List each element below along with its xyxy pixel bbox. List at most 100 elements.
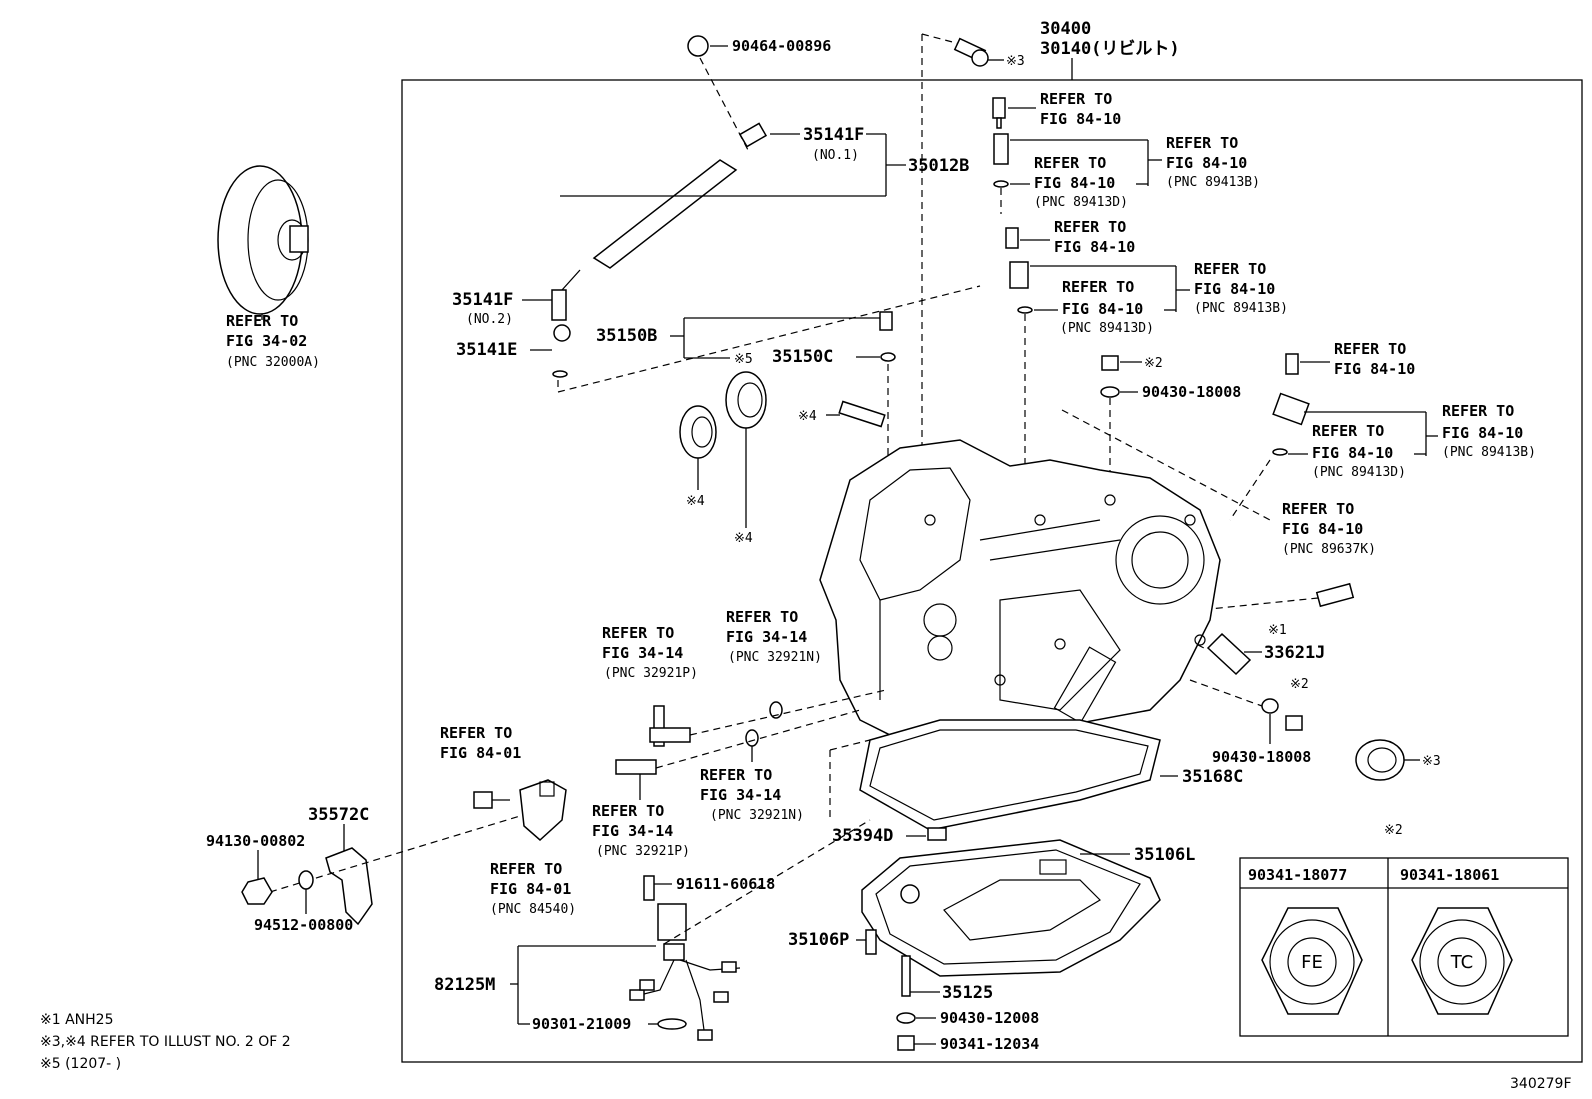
refer-label: REFER TO [602, 624, 674, 642]
ref-fig-84-10: FIG 84-10 [1282, 520, 1363, 538]
refer-label: REFER TO [1312, 422, 1384, 440]
refer-label: REFER TO [726, 608, 798, 626]
part-91611-60618: 91611-60618 [676, 875, 775, 893]
part-94130-00802: 94130-00802 [206, 832, 305, 850]
mark-1: ※1 [1268, 623, 1287, 638]
ref-fig-34-02: FIG 34-02 [226, 332, 307, 350]
part-35106l: 35106L [1134, 845, 1195, 865]
refer-label: REFER TO [1442, 402, 1514, 420]
part-90341-12034: 90341-12034 [940, 1035, 1039, 1053]
part-82125m: 82125M [434, 975, 495, 995]
ref-pnc-89413b: (PNC 89413B) [1442, 445, 1536, 460]
part-90430-18008-bottom: 90430-18008 [1212, 748, 1311, 766]
oil-cooler-tube-icon [551, 35, 768, 378]
assembly-frame [401, 79, 1583, 1063]
ref-fig-84-10: FIG 84-10 [1054, 238, 1135, 256]
refer-label: REFER TO [1054, 218, 1126, 236]
refer-label: REFER TO [1040, 90, 1112, 108]
mark-2-a: ※2 [1144, 356, 1163, 371]
label-no1: (NO.1) [812, 148, 859, 163]
mark-4-b: ※4 [734, 531, 753, 546]
tc-plug-icon [1411, 907, 1513, 1015]
ref-fig-34-14: FIG 34-14 [726, 628, 807, 646]
part-35141e: 35141E [456, 340, 517, 360]
oil-pan-icon [861, 839, 1161, 977]
fe-plug-icon [1261, 907, 1363, 1015]
refer-label: REFER TO [490, 860, 562, 878]
part-90430-12008: 90430-12008 [940, 1009, 1039, 1027]
speed-sensor-icon [1272, 353, 1310, 456]
part-90301-21009: 90301-21009 [532, 1015, 631, 1033]
label-no2: (NO.2) [466, 312, 513, 327]
ref-fig-84-01: FIG 84-01 [440, 744, 521, 762]
part-90464-00896: 90464-00896 [732, 37, 831, 55]
part-35168c: 35168C [1182, 767, 1243, 787]
ref-fig-84-10: FIG 84-10 [1166, 154, 1247, 172]
part-33621j: 33621J [1264, 643, 1325, 663]
part-35141f-no1: 35141F [803, 125, 864, 145]
refer-label: REFER TO [700, 766, 772, 784]
ref-pnc-89413d: (PNC 89413D) [1312, 465, 1406, 480]
mark-5: ※5 [734, 352, 753, 367]
refer-label: REFER TO [1282, 500, 1354, 518]
ref-fig-84-10: FIG 84-10 [1312, 444, 1393, 462]
speed-sensor-icon [992, 97, 1009, 188]
main-part-number: 30400 [1040, 19, 1091, 39]
wire-harness-icon [629, 903, 741, 1041]
part-35141f-no2: 35141F [452, 290, 513, 310]
part-35106p: 35106P [788, 930, 849, 950]
ref-fig-84-10: FIG 84-10 [1442, 424, 1523, 442]
speed-sensor-icon [1005, 227, 1033, 314]
ref-pnc-89413d: (PNC 89413D) [1060, 321, 1154, 336]
ref-fig-34-14: FIG 34-14 [700, 786, 781, 804]
note-3: ※5 (1207- ) [40, 1056, 121, 1072]
ref-fig-34-14: FIG 34-14 [592, 822, 673, 840]
refer-label: REFER TO [1166, 134, 1238, 152]
torque-converter-icon [217, 165, 309, 320]
ref-fig-84-10: FIG 84-10 [1062, 300, 1143, 318]
plug-table [1239, 857, 1569, 1037]
part-35394d: 35394D [832, 826, 893, 846]
mark-2-b: ※2 [1290, 677, 1309, 692]
ref-pnc-89413d: (PNC 89413D) [1034, 195, 1128, 210]
table-mark: ※2 [1384, 823, 1403, 838]
oil-pan-gasket-icon [859, 719, 1161, 831]
part-35572c: 35572C [308, 805, 369, 825]
ref-pnc-32921p: (PNC 32921P) [596, 844, 690, 859]
transaxle-case-icon [819, 439, 1221, 741]
refer-label: REFER TO [1194, 260, 1266, 278]
refer-label: REFER TO [1062, 278, 1134, 296]
refer-label: REFER TO [592, 802, 664, 820]
mark-4-c: ※4 [798, 409, 817, 424]
ref-fig-84-10: FIG 84-10 [1040, 110, 1121, 128]
ref-fig-84-10: FIG 84-10 [1334, 360, 1415, 378]
ref-pnc-32000a: (PNC 32000A) [226, 355, 320, 370]
plug-code-tc: TC [1450, 952, 1474, 973]
ref-fig-84-10: FIG 84-10 [1034, 174, 1115, 192]
mark-4-a: ※4 [686, 494, 705, 509]
refer-label: REFER TO [226, 312, 298, 330]
ref-pnc-32921p: (PNC 32921P) [604, 666, 698, 681]
ref-pnc-89413b: (PNC 89413B) [1166, 175, 1260, 190]
ref-pnc-89637k: (PNC 89637K) [1282, 542, 1376, 557]
ref-pnc-89413b: (PNC 89413B) [1194, 301, 1288, 316]
mark-3-b: ※3 [1422, 754, 1441, 769]
plug-part-tc: 90341-18061 [1400, 866, 1499, 884]
ref-pnc-32921n: (PNC 32921N) [710, 808, 804, 823]
part-35150b: 35150B [596, 326, 657, 346]
refer-label: REFER TO [1334, 340, 1406, 358]
part-35012b: 35012B [908, 156, 969, 176]
plug-code-fe: FE [1301, 952, 1323, 973]
part-35150c: 35150C [772, 347, 833, 367]
ref-pnc-32921n: (PNC 32921N) [728, 650, 822, 665]
refer-label: REFER TO [440, 724, 512, 742]
ref-fig-34-14: FIG 34-14 [602, 644, 683, 662]
note-2: ※3,※4 REFER TO ILLUST NO. 2 OF 2 [40, 1034, 291, 1050]
part-94512-00800: 94512-00800 [254, 916, 353, 934]
plug-part-fe: 90341-18077 [1248, 866, 1347, 884]
neutral-start-switch-icon [519, 779, 567, 842]
note-1: ※1 ANH25 [40, 1012, 113, 1028]
ref-fig-84-10: FIG 84-10 [1194, 280, 1275, 298]
part-35125: 35125 [942, 983, 993, 1003]
refer-label: REFER TO [1034, 154, 1106, 172]
